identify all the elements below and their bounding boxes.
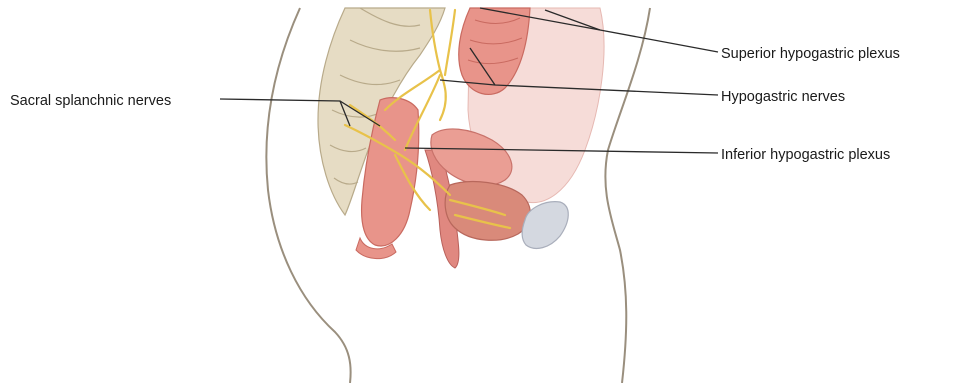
front-contour [605,8,650,383]
label-superior-hypogastric-plexus: Superior hypogastric plexus [721,47,900,62]
label-sacral-splanchnic-nerves: Sacral splanchnic nerves [10,94,171,109]
label-inferior-hypogastric-plexus: Inferior hypogastric plexus [721,148,890,163]
label-hypogastric-nerves: Hypogastric nerves [721,90,845,105]
